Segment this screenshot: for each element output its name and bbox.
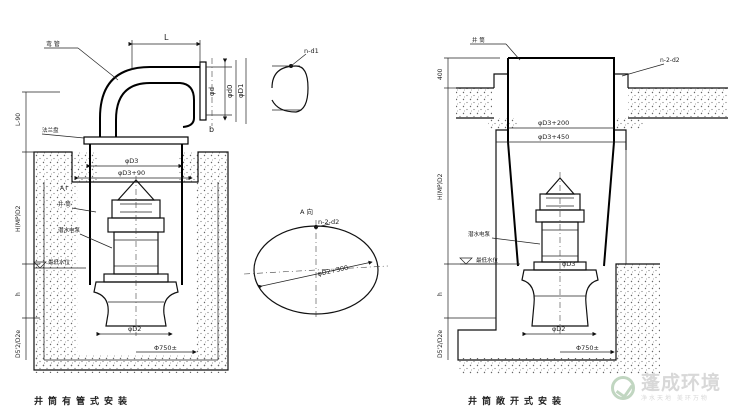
right-soil-top-right	[628, 88, 728, 118]
label-n-d1: n-d1	[304, 47, 319, 55]
left-label-A: A↑	[60, 185, 69, 192]
right-label-D5: D5'2/D2e	[437, 330, 444, 358]
right-collar-r	[613, 73, 629, 150]
left-leader-top-2	[77, 47, 119, 81]
right-tube-l	[507, 58, 519, 267]
left-label-L90: L-90	[15, 113, 22, 126]
A-view-dim	[258, 260, 373, 289]
right-tube-r	[508, 57, 615, 267]
right-label-D2: φD2	[552, 325, 565, 333]
left-label-tube: 井 筒	[58, 200, 71, 208]
left-label-b: b	[209, 125, 214, 134]
label-n-d2-mid: n-2-d2	[318, 218, 339, 226]
A-view-leader	[315, 223, 331, 228]
right-label-H: H(MP)D2	[437, 173, 444, 200]
left-pump	[93, 176, 179, 336]
left-caption: 井筒有管式安装	[34, 395, 132, 407]
right-label-h: h	[437, 292, 444, 296]
right-label-tube: 井 筒	[472, 36, 485, 44]
watermark-tagline: 净水天地 美环万物	[640, 395, 709, 402]
left-flange	[83, 136, 189, 145]
right-pump	[521, 172, 599, 336]
right-label-D3: φD3	[562, 260, 575, 268]
left-leader-motor	[79, 233, 113, 249]
left-outlet-lines	[206, 66, 232, 116]
right-label-400: 400	[437, 68, 444, 80]
left-leader-flange	[41, 133, 85, 139]
right-pit-outline	[457, 150, 660, 361]
right-soil-top-left	[456, 88, 492, 118]
right-soil-bottom	[458, 358, 660, 374]
left-water-mark	[33, 261, 47, 269]
left-label-D3-90: φD3+90	[118, 169, 145, 177]
left-soil-bottom	[34, 355, 228, 373]
right-leader-top-2	[505, 43, 521, 61]
right-label-water: 最低水位	[476, 256, 499, 264]
left-label-flange: 法兰盘	[42, 126, 59, 134]
right-collar-l	[493, 73, 509, 150]
leaf-logo-icon	[610, 375, 635, 400]
left-label-L: L	[164, 33, 169, 42]
right-soil-neck-r	[614, 118, 644, 130]
watermark-name: 蓬成环境	[640, 372, 721, 394]
left-label-phid1: φD1	[237, 84, 245, 98]
middle-drawing: n-d1 A 向 n-2-d2 φD2+300	[243, 47, 389, 320]
left-label-phid0: φd0	[226, 84, 234, 98]
left-label-D5: D5'2/D2e	[15, 330, 22, 358]
watermark-logo: 蓬成环境 净水天地 美环万物	[610, 372, 721, 402]
left-label-motor: 潜水电泵	[58, 226, 81, 234]
left-label-D2: φD2	[128, 325, 141, 333]
left-leader-tube	[71, 207, 97, 213]
flange-view-leader	[290, 53, 307, 67]
right-drawing: φD3+200 φD3+450 400 H(MP)D2 h D5'2/D2e 井…	[437, 36, 728, 407]
right-label-D3-450: φD3+450	[538, 133, 569, 141]
left-outlet-flange	[199, 61, 207, 121]
left-label-750: Φ750±	[154, 344, 177, 352]
left-label-D3: φD3	[125, 157, 138, 165]
left-soil-inner-left	[78, 152, 98, 182]
left-elbow-inner	[115, 82, 195, 137]
right-soil-right	[616, 264, 660, 360]
label-A-view: A 向	[300, 207, 313, 216]
left-label-H: H(MP)D2	[15, 205, 22, 232]
left-drawing: φd φd0 φD1 b L 弯 管 法兰盘 L-90 H(MP)D2 h D5…	[15, 33, 247, 407]
right-soil-neck-l	[488, 118, 518, 130]
left-label-elbow: 弯 管	[46, 40, 60, 48]
right-label-motor: 潜水电泵	[468, 230, 491, 238]
right-caption: 井筒敞开式安装	[468, 395, 566, 407]
right-label-D3-200: φD3+200	[538, 119, 569, 127]
left-label-phid: φd	[208, 87, 216, 96]
right-leader-nd2	[621, 63, 665, 77]
right-leader-motor	[491, 237, 541, 245]
left-soil-right	[196, 152, 228, 370]
left-elbow-outer	[99, 66, 200, 137]
right-label-750: Φ750±	[576, 344, 599, 352]
left-label-water: 最低水位	[48, 258, 71, 266]
right-water-mark	[459, 257, 473, 265]
left-soil-left	[34, 152, 78, 370]
left-pit-outline	[33, 151, 229, 371]
left-label-h: h	[15, 292, 22, 296]
flange-view-arc	[271, 65, 309, 113]
right-label-nd2: n-2-d2	[660, 57, 680, 64]
label-d2-300: φD2+300	[317, 264, 349, 278]
